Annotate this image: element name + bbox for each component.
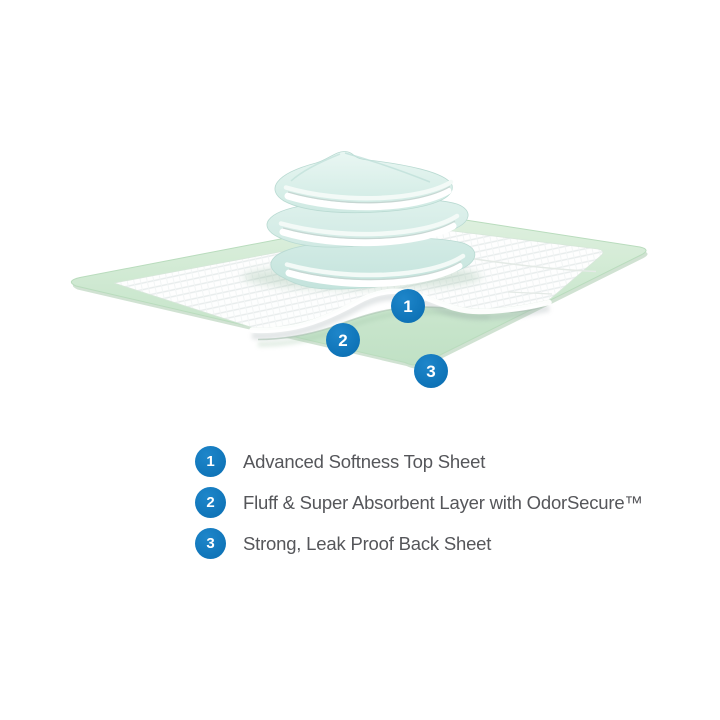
- legend-number-badge-1: 1: [195, 446, 226, 477]
- legend-label-1: Advanced Softness Top Sheet: [243, 450, 486, 472]
- fluff-absorbent-layer: [252, 291, 549, 340]
- marker-number: 3: [426, 362, 435, 381]
- legend-label-3: Strong, Leak Proof Back Sheet: [243, 532, 492, 554]
- legend-row-2: 2 Fluff & Super Absorbent Layer with Odo…: [195, 487, 643, 518]
- legend-number-badge-2: 2: [195, 487, 226, 518]
- pad-marker-3: 3: [414, 354, 448, 388]
- folded-pad-top: [274, 151, 454, 214]
- legend-number-badge-3: 3: [195, 528, 226, 559]
- folded-pad-middle: [266, 198, 469, 248]
- pad-marker-2: 2: [326, 323, 360, 357]
- top-sheet-curl-highlight: [249, 288, 552, 334]
- legend: 1 Advanced Softness Top Sheet 2 Fluff & …: [195, 446, 643, 559]
- legend-label-2: Fluff & Super Absorbent Layer with OdorS…: [243, 491, 643, 513]
- marker-number: 1: [403, 297, 412, 316]
- marker-number: 2: [338, 331, 347, 350]
- folded-pad-stack: [266, 151, 476, 290]
- pad-marker-1: 1: [391, 289, 425, 323]
- pad-seam-notch: [507, 291, 553, 295]
- legend-row-3: 3 Strong, Leak Proof Back Sheet: [195, 528, 643, 559]
- legend-row-1: 1 Advanced Softness Top Sheet: [195, 446, 643, 477]
- top-sheet-curl-shadow: [251, 293, 550, 340]
- folded-pad-bottom: [270, 237, 476, 290]
- peeled-corner-layers: [249, 288, 552, 347]
- pad-seam-line: [467, 257, 597, 273]
